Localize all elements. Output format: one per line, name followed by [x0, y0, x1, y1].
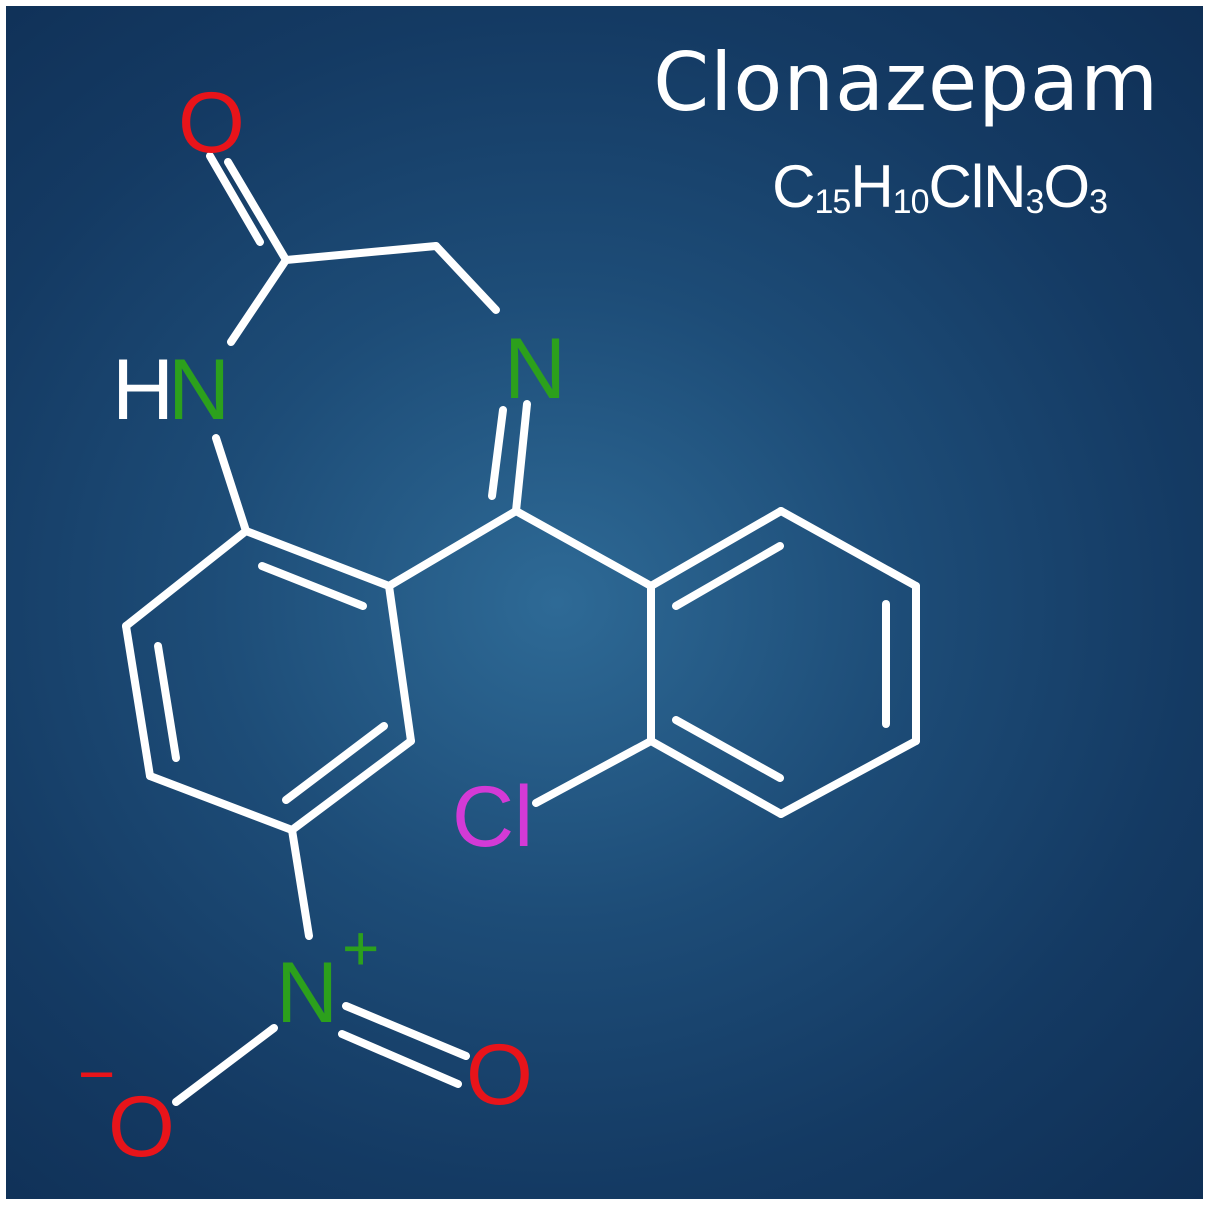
formula-o-count: 3	[1089, 183, 1108, 221]
amide-hydrogen: H	[112, 342, 174, 438]
formula-o: O	[1043, 153, 1090, 220]
bond-c2p-c3p	[777, 507, 920, 590]
bond-c6-c5a	[385, 582, 415, 745]
bond-c2-o-double	[206, 152, 264, 246]
formula-n-count: 3	[1025, 183, 1044, 221]
molecule-structure: O H N N Cl N + O O −	[78, 75, 920, 1175]
bond-c9-c8	[122, 622, 154, 780]
nitro-nitrogen: N	[276, 945, 338, 1041]
formula-c: C	[772, 153, 815, 220]
bond-n1-c2	[227, 256, 290, 346]
formula-c-count: 15	[814, 183, 851, 221]
oxygen-minus-charge: −	[78, 1038, 115, 1110]
bond-c9a-c9	[122, 527, 250, 630]
bond-c5p-c6p-inner	[672, 716, 784, 782]
chlorine-atom: Cl	[452, 769, 533, 865]
formula-h: H	[850, 153, 893, 220]
bond-c2-c3	[282, 242, 440, 264]
diagram-frame: Clonazepam C15H10ClN3O3	[6, 6, 1203, 1199]
bond-c9-c8-inner	[154, 642, 180, 762]
bond-c7-c6	[288, 737, 415, 834]
molecular-formula: C15H10ClN3O3	[772, 152, 1108, 221]
formula-h-count: 10	[892, 183, 930, 221]
bond-n4-c5	[512, 400, 531, 515]
bond-c9a-n1	[212, 434, 250, 535]
bond-c1p-c2p-inner	[672, 542, 784, 610]
bond-c7-nitro-n	[288, 826, 313, 940]
bond-c5-c5a	[385, 507, 520, 590]
compound-name: Clonazepam	[653, 36, 1159, 129]
bond-c5a-c9a-inner	[258, 562, 367, 610]
bond-c7-c6-inner	[282, 722, 388, 804]
carbonyl-oxygen: O	[178, 75, 245, 171]
nitro-plus-charge: +	[342, 912, 379, 984]
bond-c2-o	[224, 158, 290, 264]
nitro-oxygen-single: O	[108, 1079, 175, 1175]
bond-c3-n4	[432, 242, 500, 314]
bond-c4p-c5p	[777, 737, 920, 818]
nitro-oxygen-double: O	[466, 1027, 533, 1123]
imine-nitrogen: N	[504, 321, 566, 417]
amide-nitrogen: N	[168, 342, 230, 438]
bond-nitro-n-o-double	[342, 1002, 470, 1060]
bond-nitro-n-o-single	[172, 1024, 278, 1106]
bond-c1p-c2p	[647, 507, 785, 590]
bond-n4-c5-double	[488, 406, 507, 500]
bond-nitro-n-o-double-2	[338, 1030, 462, 1088]
bond-c5-c1p	[512, 507, 655, 590]
bond-c6p-cl	[532, 737, 655, 807]
bond-c8-c7	[146, 772, 296, 834]
bonds	[122, 152, 920, 1106]
bond-c5a-c9a	[242, 527, 393, 590]
formula-cln: ClN	[928, 153, 1026, 220]
atom-labels: O H N N Cl N + O O −	[78, 75, 566, 1175]
bond-c5p-c6p	[647, 737, 785, 818]
